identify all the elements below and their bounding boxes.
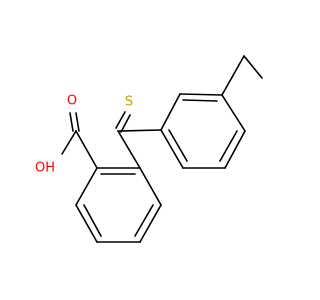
bond-upper-ring-3 [160, 129, 184, 169]
bond-lower-ring-5 [139, 204, 162, 243]
bond-carboxyl-oh [61, 130, 77, 155]
bond-ethyl-ch3 [243, 55, 263, 79]
molecule-structure-diagram: S O OH [35, 55, 263, 243]
hydroxyl-atom-label: OH [35, 161, 55, 176]
bond-ethyl-ch2 [221, 55, 245, 96]
carbonyl-oxygen-atom-label: O [67, 94, 77, 109]
bond-lower-ring-6 [139, 167, 162, 206]
bond-lower-ring-3-inner [83, 204, 102, 237]
bond-upper-ring-5 [224, 130, 246, 169]
bond-upper-ring-1-inner [182, 99, 218, 102]
bond-thiocarbon-s-b [120, 114, 131, 133]
bond-lower-ring-3 [75, 204, 98, 243]
bond-upper-ring-6 [221, 94, 246, 132]
bond-ring-to-carboxyl [75, 130, 98, 169]
atom-labels: S O OH [35, 94, 133, 176]
sulfur-atom-label: S [125, 95, 133, 110]
bond-upper-ring-3-inner [168, 129, 188, 162]
bond-upper-ring-2 [160, 93, 181, 131]
bond-carboxyl-o-b [75, 112, 80, 132]
bond-thiocarbon-s-a [115, 111, 126, 129]
bond-lower-ring-5-inner [134, 204, 154, 237]
bonds [61, 55, 263, 243]
bond-ring-to-thiocarbon [117, 129, 162, 132]
bond-lower-ring-2 [75, 167, 98, 206]
bond-upper-ring-5-inner [219, 130, 238, 162]
bond-carboxyl-o-a [69, 112, 74, 132]
bond-thiocarbon-to-lower-ring [117, 130, 141, 169]
bond-upper-ring-1 [179, 93, 223, 96]
